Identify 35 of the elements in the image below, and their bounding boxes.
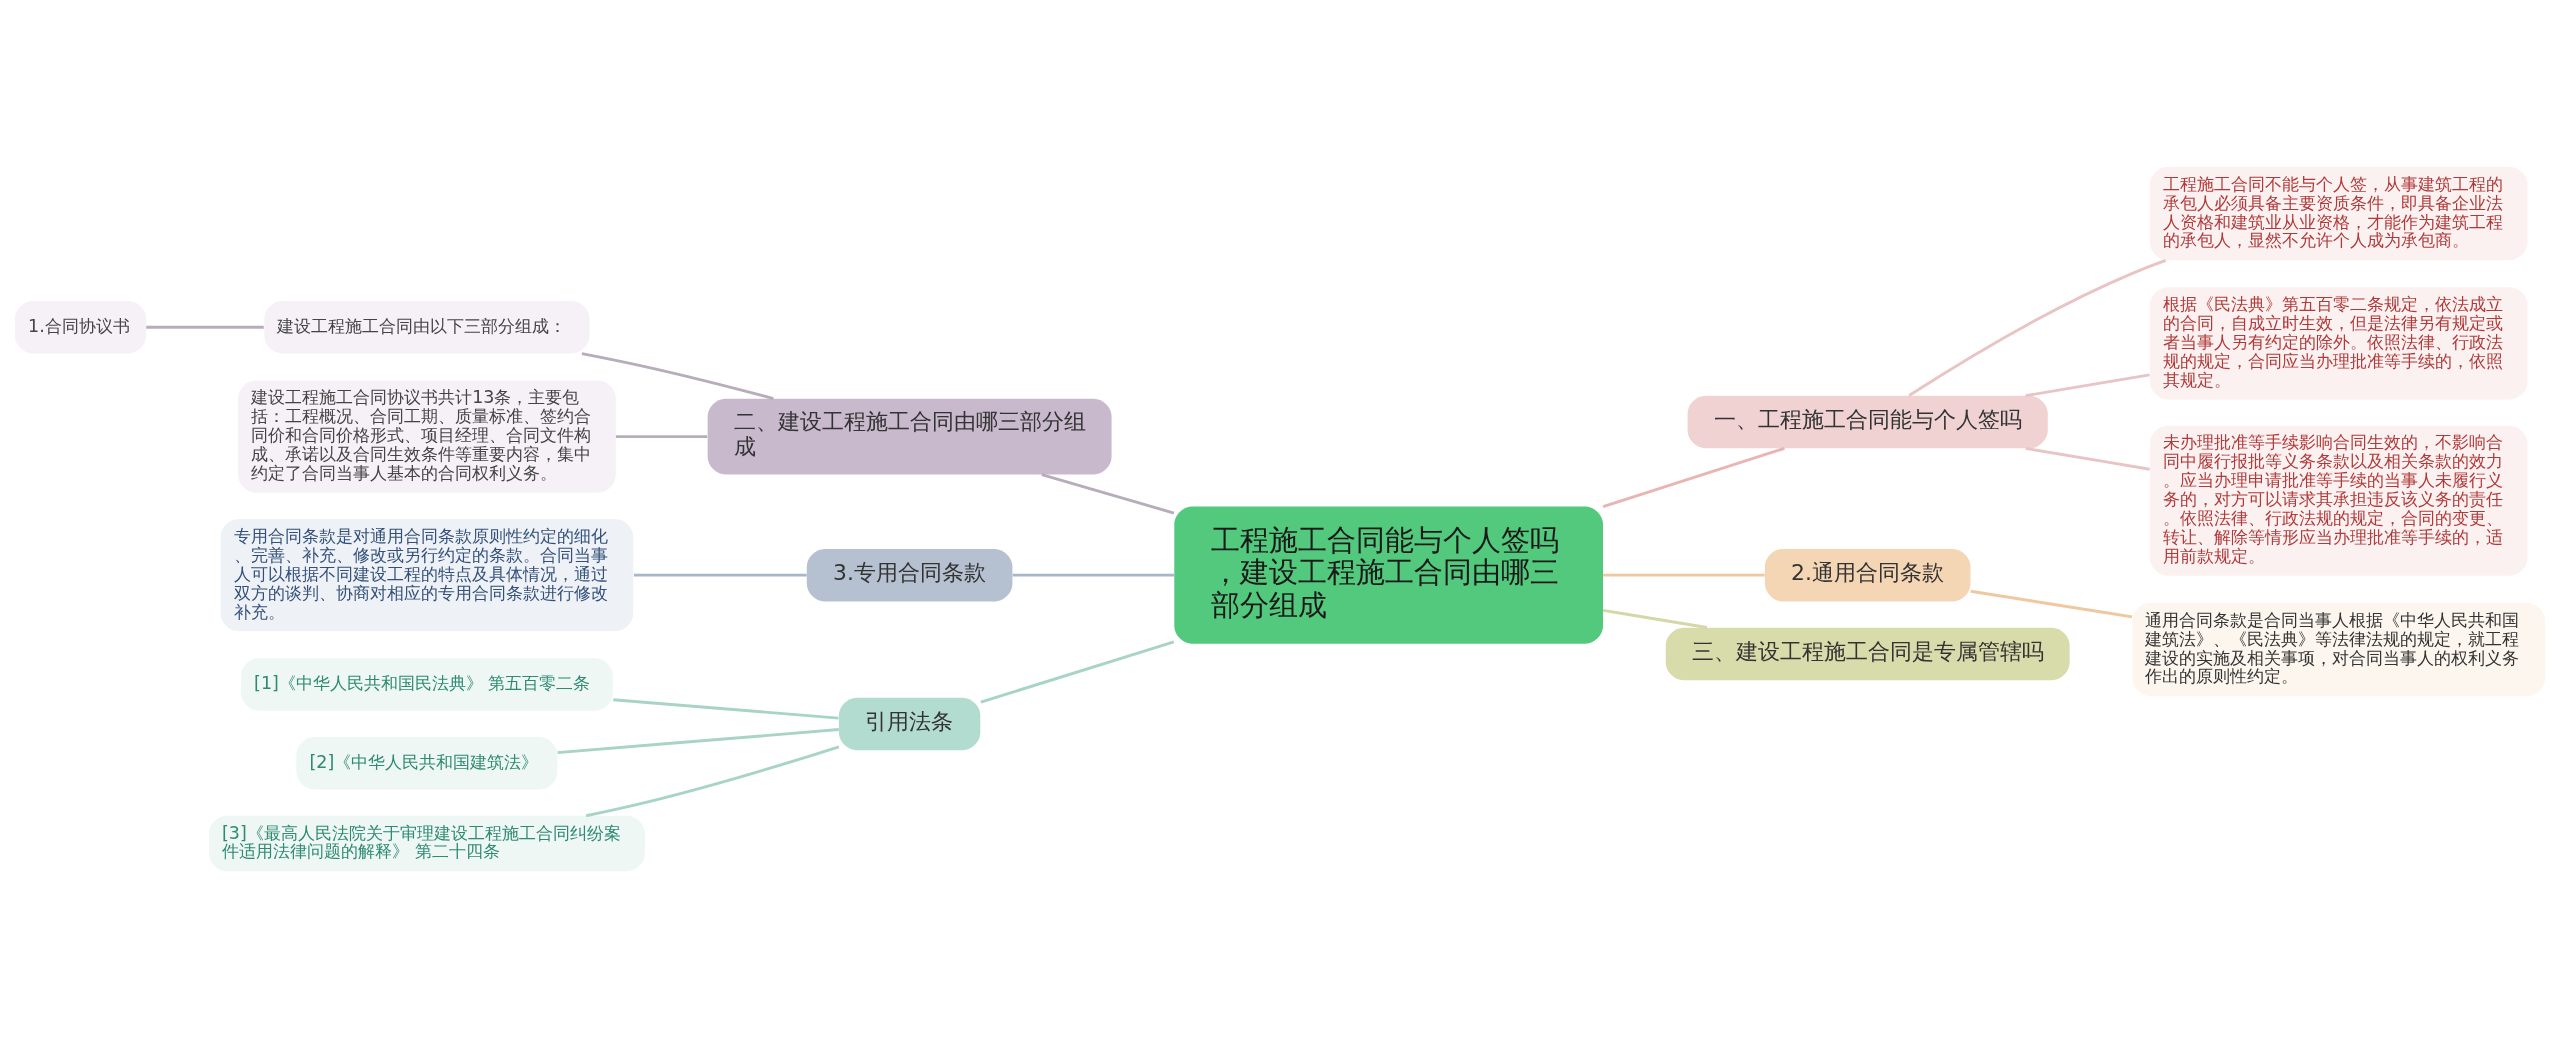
node-box: 建设工程施工合同由以下三部分组成： (264, 300, 590, 353)
connector (1908, 258, 2167, 397)
connector (1041, 472, 1175, 514)
connector (585, 744, 840, 817)
node-box: 2.通用合同条款 (1764, 548, 1971, 601)
node-box: 未办理批准等手续影响合同生效的，不影响合同中履行报批等义务条款以及相关条款的效力。应当办理申请批准等手续的当事人未履行义务的，对方可以请求其承担违反该义务的责任。依照法律、行政法规的规定，合同的变更、转让、解除等情形应当办理批准等手续的，适用前款规定。 (2149, 425, 2528, 576)
connector (613, 697, 839, 720)
connector (1602, 608, 1708, 629)
node-box: [1]《中华人民共和国民法典》 第五百零二条 (241, 657, 613, 711)
connector (581, 351, 774, 400)
connector (1603, 573, 1765, 577)
node-box: 引用法条 (838, 697, 981, 750)
connector (1012, 573, 1175, 577)
connector (2025, 372, 2150, 397)
node-box: 建设工程施工合同协议书共计13条，主要包括：工程概况、合同工期、质量标准、签约合同价和合同价格形式、项目经理、合同文件构成、承诺以及合同生效条件等重要内容，集中约定了合同当事人基本的合同权利义务。 (238, 379, 616, 493)
node-box: 工程施工合同能与个人签吗，建设工程施工合同由哪三部分组成 (1174, 506, 1603, 644)
node-box: [3]《最高人民法院关于审理建设工程施工合同纠纷案件适用法律问题的解释》 第二十四条 (208, 815, 645, 871)
node-box: 一、工程施工合同能与个人签吗 (1687, 395, 2048, 448)
connector (2025, 446, 2150, 471)
connector (633, 573, 807, 577)
node-box: 根据《民法典》第五百零二条规定，依法成立的合同，自成立时生效，但是法律另有规定或者当事人另有约定的除外。依照法律、行政法规的规定，合同应当办理批准等手续的，依照其规定。 (2149, 286, 2528, 399)
connector (1970, 589, 2133, 618)
connector (146, 325, 264, 329)
node-box: 二、建设工程施工合同由哪三部分组成 (707, 398, 1112, 474)
node-box: 1.合同协议书 (14, 300, 147, 353)
connector (980, 639, 1175, 703)
connector (615, 434, 708, 438)
node-box: [2]《中华人民共和国建筑法》 (296, 736, 558, 789)
node-box: 三、建设工程施工合同是专属管辖吗 (1665, 627, 2070, 680)
node-box: 通用合同条款是合同当事人根据《中华人民共和国建筑法》、《民法典》等法律法规的规定，就工程建设的实施及相关事项，对合同当事人的权利义务作出的原则性约定。 (2132, 602, 2546, 696)
connector (1602, 446, 1785, 508)
node-box: 工程施工合同不能与个人签，从事建筑工程的承包人必须具备主要资质条件，即具备企业法人资格和建筑业从业资格，才能作为建筑工程的承包人，显然不允许个人成为承包商。 (2149, 166, 2528, 260)
node-box: 专用合同条款是对通用合同条款原则性约定的细化、完善、补充、修改或另行约定的条款。合同当事人可以根据不同建设工程的特点及具体情况，通过双方的谈判、协商对相应的专用合同条款进行修改补充。 (220, 518, 634, 631)
connector (557, 727, 839, 754)
node-box: 3.专用合同条款 (806, 548, 1013, 601)
